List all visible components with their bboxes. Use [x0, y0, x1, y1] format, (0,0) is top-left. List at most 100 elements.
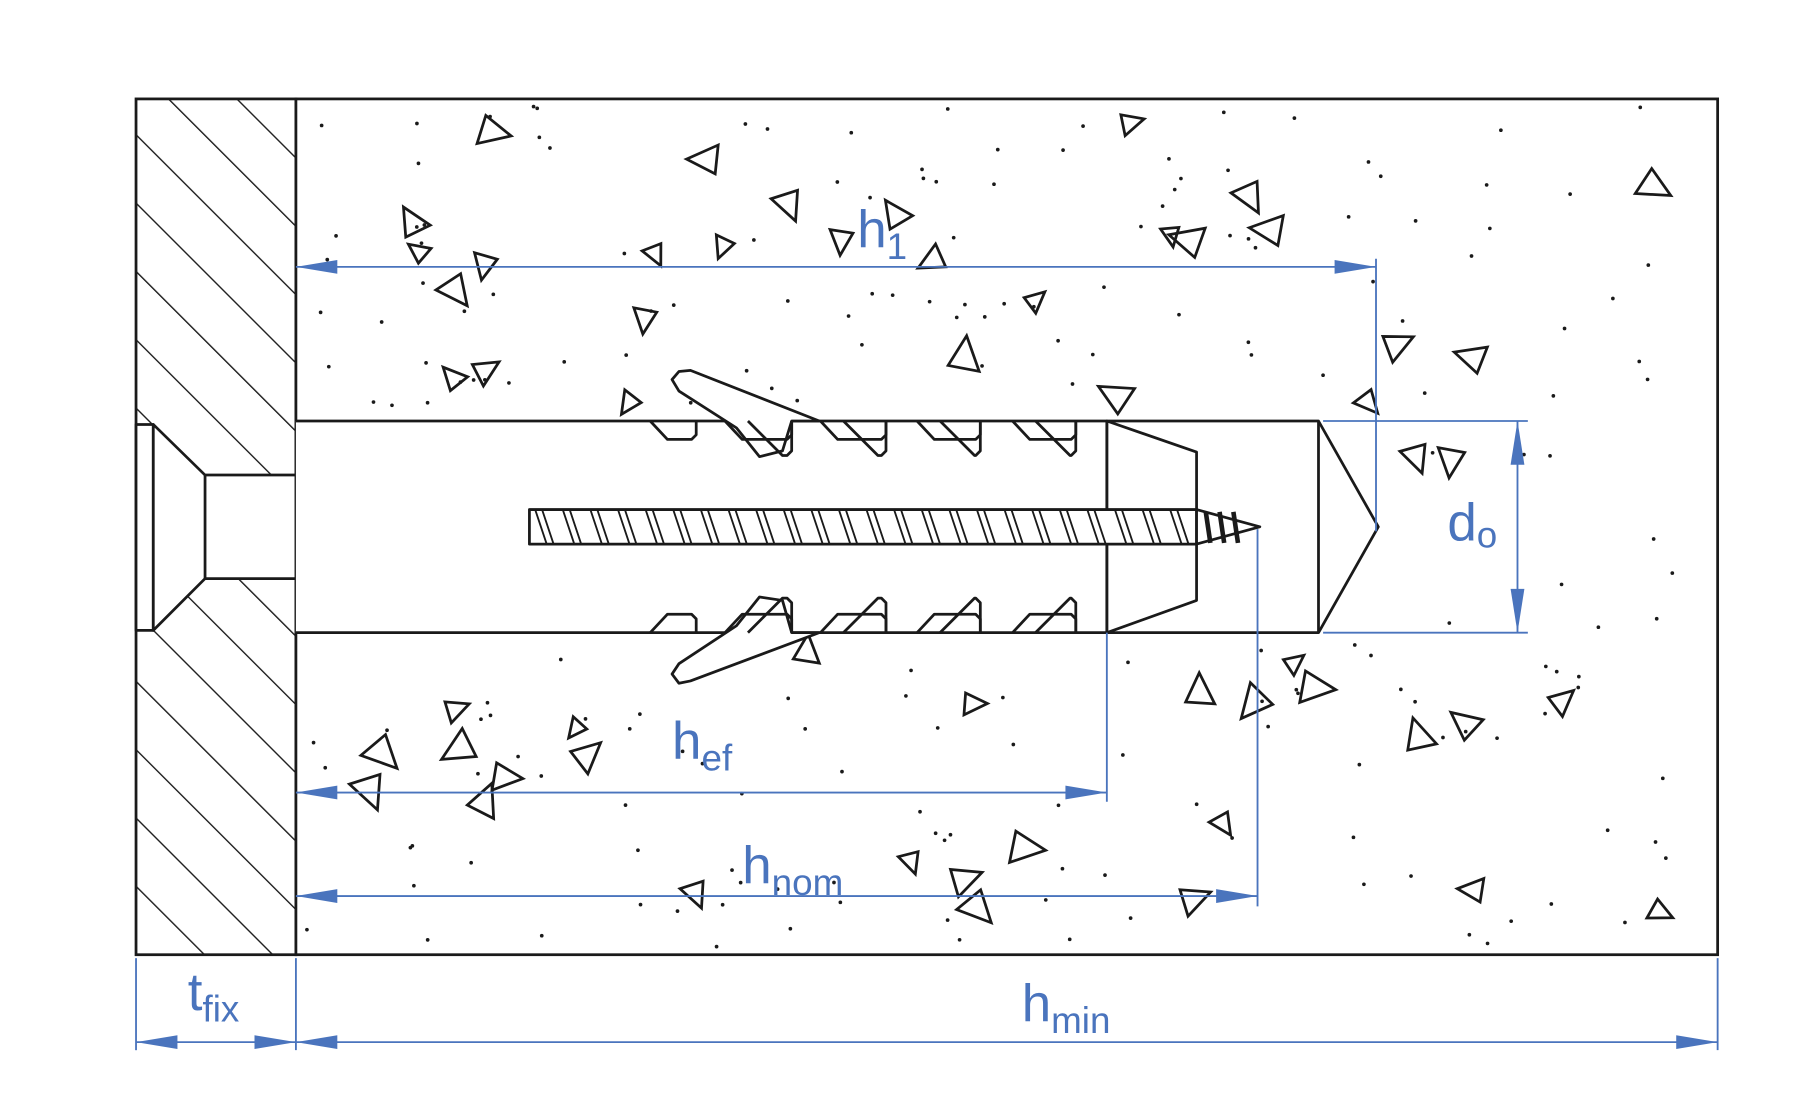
dowel-rib-top — [649, 420, 698, 441]
screw-thread — [893, 509, 907, 545]
screw-thread — [755, 509, 769, 545]
aggregate-dot — [1554, 669, 1559, 674]
aggregate-dot — [1422, 391, 1427, 395]
screw-thread — [651, 509, 665, 545]
screw-thread — [1031, 509, 1045, 545]
aggregate-dot — [535, 106, 540, 111]
aggregate-dot — [479, 717, 483, 722]
dim-h1-arrow-end — [1334, 259, 1377, 274]
dowel-wing-bottom — [670, 595, 821, 685]
aggregate-triangle — [470, 360, 502, 389]
aggregate-triangle — [1644, 896, 1676, 920]
aggregate-dot — [1128, 916, 1133, 920]
aggregate-triangle — [1095, 384, 1138, 417]
dowel-barb-top — [746, 420, 794, 457]
aggregate-triangle — [443, 700, 473, 726]
aggregate-dot — [671, 303, 676, 307]
aggregate-dot — [1371, 279, 1375, 284]
aggregate-triangle — [619, 387, 644, 417]
label-hnom: hnom — [742, 836, 843, 903]
aggregate-dot — [562, 359, 567, 364]
concrete-aggregate — [305, 104, 1676, 949]
aggregate-dot — [921, 176, 926, 181]
aggregate-dot — [1081, 124, 1085, 128]
screw-thread — [927, 509, 941, 545]
aggregate-dot — [769, 386, 774, 391]
aggregate-dot — [1194, 802, 1199, 807]
aggregate-dot — [860, 342, 864, 347]
aggregate-dot — [1002, 301, 1006, 306]
dim-tfix-arrow-end — [254, 1035, 296, 1050]
aggregate-dot — [425, 938, 430, 942]
aggregate-dot — [918, 809, 922, 814]
screw-thread — [541, 509, 555, 545]
aggregate-dot — [424, 361, 428, 365]
aggregate-dot — [1549, 902, 1554, 906]
aggregate-dot — [379, 320, 384, 324]
aggregate-dot — [1413, 699, 1417, 704]
aggregate-dot — [1060, 866, 1065, 871]
aggregate-dot — [1249, 353, 1254, 357]
dowel-rib-bottom — [649, 612, 698, 634]
aggregate-dot — [491, 292, 496, 297]
dowel-barb-top — [1034, 420, 1078, 457]
screw-thread — [782, 509, 796, 545]
aggregate-dot — [583, 717, 588, 721]
aggregate-dot — [1070, 382, 1075, 386]
aggregate-dot — [786, 696, 791, 701]
dim-hmin-arrow-start — [295, 1035, 338, 1050]
aggregate-triangle — [962, 690, 991, 718]
aggregate-dot — [1664, 856, 1668, 860]
aggregate-triangle — [1436, 445, 1467, 482]
dowel-wing-top — [670, 369, 821, 459]
aggregate-dot — [1357, 762, 1362, 767]
aggregate-dot — [1102, 285, 1106, 290]
aggregate-dot — [1499, 128, 1503, 133]
aggregate-dot — [408, 845, 413, 850]
aggregate-dot — [622, 251, 627, 256]
aggregate-dot — [1172, 187, 1177, 192]
screw-thread — [561, 509, 576, 545]
aggregate-triangle — [1297, 668, 1339, 705]
aggregate-dot — [1121, 753, 1125, 757]
aggregate-dot — [638, 902, 643, 907]
aggregate-dot — [935, 726, 940, 730]
aggregate-dot — [1551, 394, 1556, 398]
screw-thread — [1038, 509, 1052, 545]
aggregate-dot — [730, 868, 734, 872]
aggregate-dot — [933, 831, 938, 836]
dim-hef-arrow-end — [1065, 785, 1107, 800]
aggregate-dot — [1179, 176, 1183, 181]
aggregate-triangle — [768, 188, 800, 225]
aggregate-dot — [927, 299, 932, 304]
aggregate-dot — [890, 293, 895, 298]
aggregate-dot — [507, 381, 511, 385]
aggregate-dot — [1246, 340, 1251, 345]
aggregate-dot — [963, 302, 967, 307]
aggregate-dot — [1660, 776, 1665, 781]
screw-thread — [672, 509, 686, 545]
aggregate-dot — [325, 257, 330, 262]
dowel-barb-bottom — [939, 596, 982, 634]
aggregate-dot — [531, 104, 536, 109]
label-hef: hef — [672, 712, 733, 779]
aggregate-triangle — [1178, 888, 1214, 919]
aggregate-dot — [305, 927, 309, 932]
label-tfix: tfix — [188, 963, 240, 1030]
aggregate-dot — [1646, 263, 1651, 267]
aggregate-dot — [942, 838, 947, 843]
aggregate-dot — [1543, 664, 1548, 669]
aggregate-dot — [1568, 192, 1572, 196]
aggregate-triangle — [1119, 113, 1148, 139]
aggregate-dot — [390, 403, 394, 408]
screw-thread — [534, 509, 548, 545]
aggregate-triangle — [401, 204, 434, 240]
aggregate-triangle — [714, 232, 737, 262]
aggregate-dot — [318, 310, 323, 315]
dim-h1-arrow-start — [295, 259, 338, 274]
aggregate-triangle — [953, 887, 994, 926]
aggregate-dot — [539, 933, 544, 938]
aggregate-triangle — [1021, 289, 1048, 316]
aggregate-dot — [1576, 685, 1581, 690]
screw-thread — [617, 509, 631, 545]
